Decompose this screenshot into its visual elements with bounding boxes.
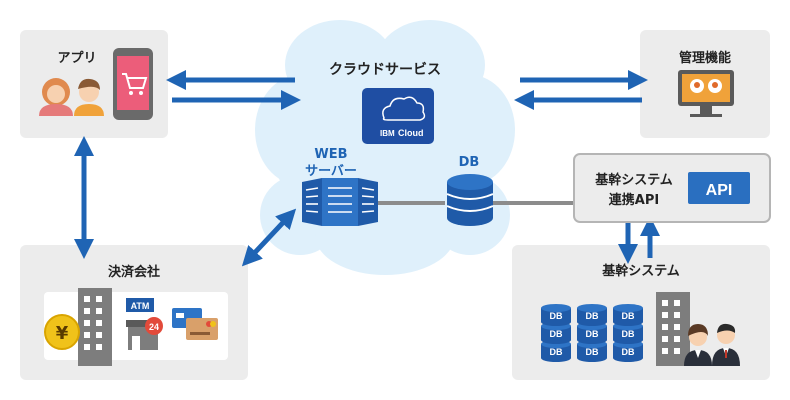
core-db-label: DB: [550, 347, 563, 357]
yen-coin-icon: ¥: [44, 314, 80, 350]
api-box-line2: 連携API: [609, 192, 659, 208]
core-db-cylinder-base: [613, 318, 643, 326]
core-db-stacks: DB DB DB DB DB DB DB DB DB: [541, 304, 643, 362]
ibm-cloud-logo: IBM Cloud: [362, 88, 434, 144]
web-server-label-1: WEB: [314, 147, 347, 162]
core-db-cylinder-1-1: [577, 326, 607, 340]
businesswoman-icon: [684, 324, 712, 366]
cloud-title: クラウドサービス: [329, 62, 441, 78]
core-db-cylinder-2-1: [613, 326, 643, 340]
svg-text:Cloud: Cloud: [398, 128, 424, 138]
cloud-outline-icon: [382, 96, 426, 121]
core-db-cylinder-base: [577, 318, 607, 326]
core-db-cylinder-base: [541, 336, 571, 344]
core-db-label: DB: [550, 329, 563, 339]
core-db-cylinder-base: [541, 318, 571, 326]
core-db-cylinder-top: [541, 304, 571, 312]
smartphone-cart-icon: [113, 48, 153, 120]
core-db-cylinder-0-0: [541, 344, 571, 358]
arrows: [74, 70, 660, 267]
core-db-cylinder-2-0: [613, 344, 643, 358]
web-server-icon: [302, 178, 378, 226]
arrow-web-payment: [241, 208, 297, 267]
core-db-cylinder-top: [577, 304, 607, 312]
payment-title: 決済会社: [108, 264, 160, 280]
cloud-shape: [255, 20, 515, 275]
core-db-cylinder-1-0: [577, 344, 607, 358]
core-db-cylinder-base: [613, 336, 643, 344]
web-server-label-2: サーバー: [305, 164, 357, 179]
credit-card-icon: [172, 308, 218, 340]
api-badge-label: API: [706, 182, 733, 199]
core-db-label: DB: [622, 329, 635, 339]
app-title: アプリ: [57, 51, 96, 66]
core-db-cylinder-base: [577, 354, 607, 362]
admin-title: 管理機能: [679, 50, 731, 66]
api-box-line1: 基幹システム: [594, 172, 673, 188]
api-integration-box: [573, 153, 771, 223]
male-user-icon: [74, 78, 104, 116]
svg-text:¥: ¥: [56, 323, 69, 344]
core-db-label: DB: [586, 311, 599, 321]
core-db-cylinder-base: [577, 336, 607, 344]
core-db-label: DB: [550, 311, 563, 321]
api-badge: [688, 172, 750, 204]
atm-icon: ATM: [126, 298, 154, 312]
core-db-label: DB: [586, 329, 599, 339]
core-db-label: DB: [586, 347, 599, 357]
svg-text:24: 24: [149, 322, 159, 332]
female-user-icon: [39, 78, 73, 116]
core-db-cylinder-0-1: [541, 326, 571, 340]
core-db-label: DB: [622, 311, 635, 321]
core-db-cylinder-2-2: [613, 308, 643, 322]
svg-text:IBM: IBM: [380, 129, 395, 138]
core-system-title: 基幹システム: [601, 263, 680, 279]
core-db-cylinder-0-2: [541, 308, 571, 322]
svg-text:ATM: ATM: [131, 301, 150, 311]
core-db-cylinder-base: [541, 354, 571, 362]
convenience-store-icon: 24: [126, 317, 163, 350]
core-db-cylinder-top: [613, 304, 643, 312]
database-icon: [446, 174, 494, 226]
core-db-label: DB: [622, 347, 635, 357]
monitor-users-icon: [678, 70, 734, 117]
businessman-icon: [712, 323, 740, 366]
core-building-icon: [656, 292, 690, 366]
core-db-cylinder-1-2: [577, 308, 607, 322]
core-db-cylinder-base: [613, 354, 643, 362]
db-label: DB: [459, 155, 480, 170]
bank-building-icon: [78, 288, 112, 366]
